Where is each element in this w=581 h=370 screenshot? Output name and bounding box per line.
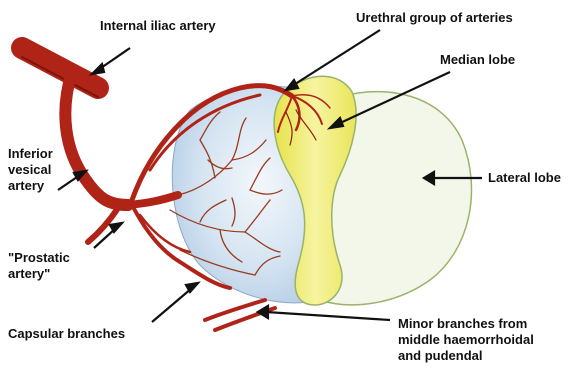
label-internal-iliac-artery: Internal iliac artery [100, 18, 216, 34]
label-median-lobe: Median lobe [440, 52, 515, 68]
label-inferior-vesical-line-2: vesical [8, 162, 51, 178]
label-inferior-vesical-line-1: Inferior [8, 146, 53, 162]
label-minor-line-3: and pudendal [398, 348, 483, 364]
label-urethral-group: Urethral group of arteries [356, 10, 513, 26]
label-inferior-vesical-line-3: artery [8, 178, 44, 194]
label-minor-line-1: Minor branches from [398, 316, 527, 332]
label-prostatic-line-2: artery" [8, 266, 50, 282]
label-capsular-branches: Capsular branches [8, 326, 125, 342]
label-lateral-lobe: Lateral lobe [488, 170, 561, 186]
artery-trunk [22, 48, 178, 242]
label-minor-line-2: middle haemorrhoidal [398, 332, 534, 348]
label-prostatic-line-1: "Prostatic [8, 250, 70, 266]
